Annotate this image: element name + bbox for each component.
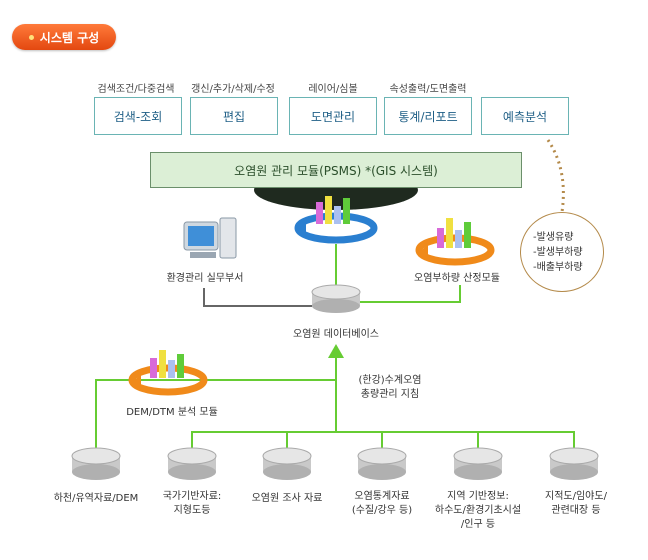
dem-module-icon (128, 350, 208, 396)
source-label-river: 하천/유역자료/DEM (53, 493, 139, 504)
env-dept-label: 환경관리 실무부서 (166, 273, 244, 284)
source-label-regional: 지역 기반정보:하수도/환경기초시설/인구 등 (434, 491, 522, 530)
load-module-label: 오염부하량 산정모듈 (414, 273, 500, 284)
database-label: 오염원 데이터베이스 (293, 329, 379, 340)
stats-report-button[interactable]: 통계/리포트 (384, 97, 472, 135)
load-module-icon (415, 218, 495, 266)
env-db-link (203, 288, 312, 307)
computer-icon (183, 217, 237, 259)
source-label-cadastral: 지적도/임야도/관련대장 등 (545, 491, 607, 516)
dem-module-label: DEM/DTM 분석 모듈 (126, 407, 218, 418)
function-caption-search: 검색조건/다중검색 (97, 84, 175, 95)
function-caption-map: 레이어/심볼 (308, 84, 358, 95)
search-button[interactable]: 검색-조회 (94, 97, 182, 135)
up-arrow-icon (328, 344, 344, 358)
load-db-link (358, 285, 461, 303)
source-cylinder-icons (71, 447, 599, 480)
psms-module-bar: 오염원 관리 모듈(PSMS) *(GIS 시스템) (150, 152, 522, 188)
section-title-badge: 시스템 구성 (12, 24, 116, 50)
source-label-survey: 오염원 조사 자료 (251, 493, 323, 504)
section-title: 시스템 구성 (39, 30, 100, 45)
forecast-item: -발생유량 (533, 231, 574, 243)
psms-module-icon (294, 196, 378, 244)
policy-label: (한강)수계오염 총량관리 지침 (358, 375, 422, 400)
forecast-dotted-link (546, 139, 565, 213)
forecast-button[interactable]: 예측분석 (481, 97, 569, 135)
edit-button[interactable]: 편집 (190, 97, 278, 135)
forecast-item: -배출부하량 (533, 261, 583, 273)
database-cylinder-icon (311, 284, 361, 313)
function-caption-stats: 속성출력/도면출력 (389, 84, 467, 95)
forecast-items-circle: -발생유량 -발생부하량 -배출부하량 (520, 212, 604, 292)
dem-branch-line (95, 379, 336, 432)
source-label-stats: 오염통계자료(수질/강우 등) (351, 491, 413, 516)
source-label-national: 국가기반자료:지형도등 (162, 491, 222, 516)
forecast-item: -발생부하량 (533, 246, 583, 258)
function-caption-edit: 갱신/추가/삭제/수정 (191, 84, 275, 95)
map-management-button[interactable]: 도면관리 (289, 97, 377, 135)
bullet-dot-icon (28, 34, 34, 40)
